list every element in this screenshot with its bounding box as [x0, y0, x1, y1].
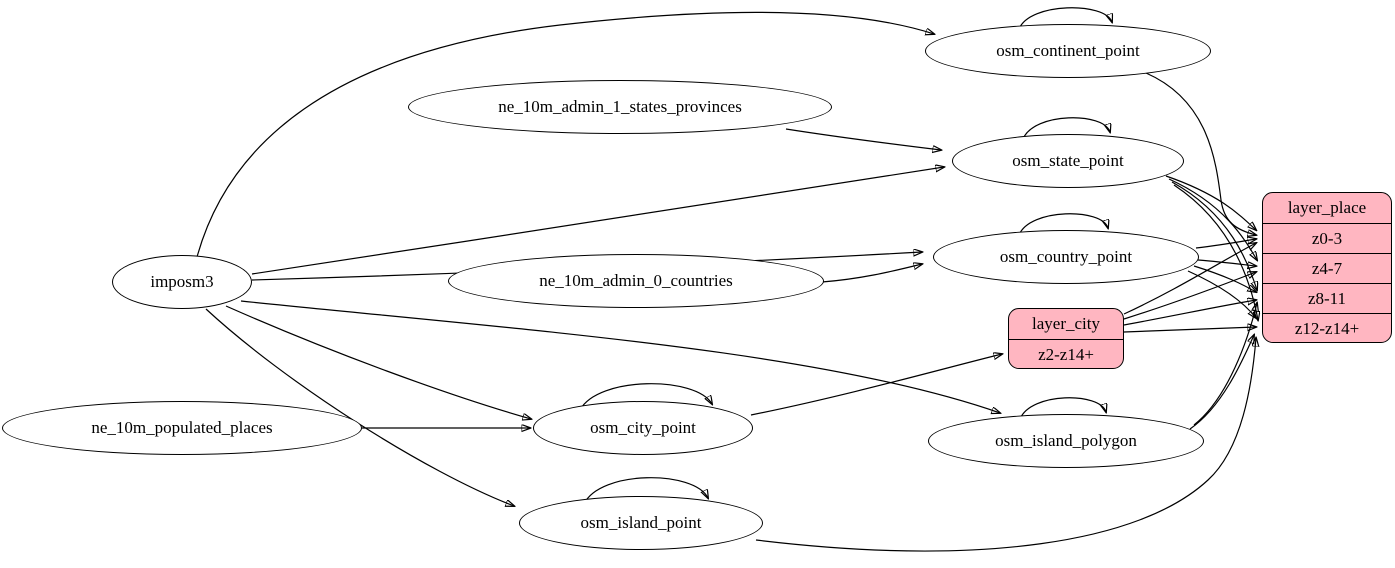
edge-osm_island_polygon-layer_place-z12-z14: [1189, 335, 1254, 430]
node-ne_10m_admin_0_countries-label: ne_10m_admin_0_countries: [539, 271, 733, 290]
edge-osm_state_point-layer_place-z4-7: [1168, 178, 1257, 260]
edge-osm_country_point-layer_place-z0-3: [1195, 239, 1256, 249]
edge-osm_country_point-layer_place-z12-z14: [1187, 270, 1256, 318]
node-osm_city_point-label: osm_city_point: [590, 418, 696, 437]
edge-osm_continent_point-self: [1018, 7, 1112, 30]
node-osm_continent_point: osm_continent_point: [925, 24, 1211, 78]
node-layer_city: layer_city z2-z14+: [1008, 308, 1124, 369]
edge-layer_city-layer_place-z12-z14: [1123, 327, 1256, 333]
edge-layer_city-layer_place-z8-11: [1123, 300, 1256, 326]
node-ne_10m_admin_1_states_provinces-label: ne_10m_admin_1_states_provinces: [498, 97, 742, 116]
edge-osm_continent_point-layer_place-z0-3: [1145, 72, 1256, 235]
layer_place-row-z8-11: z8-11: [1263, 283, 1391, 313]
edge-osm_country_point-self: [1018, 213, 1108, 236]
node-imposm3: imposm3: [112, 255, 252, 309]
node-osm_continent_point-label: osm_continent_point: [996, 41, 1140, 60]
edge-osm_state_point-self: [1022, 117, 1110, 140]
edge-osm_island_point-layer_place-z12-z14: [755, 338, 1256, 552]
node-ne_10m_populated_places: ne_10m_populated_places: [2, 401, 362, 455]
layer_city-row-z2-z14: z2-z14+: [1009, 339, 1123, 368]
edge-osm_island_point-self: [583, 477, 708, 505]
node-ne_10m_admin_0_countries: ne_10m_admin_0_countries: [448, 254, 824, 308]
layer_place-row-z0-3: z0-3: [1263, 223, 1391, 253]
node-ne_10m_populated_places-label: ne_10m_populated_places: [91, 418, 273, 437]
edge-osm_island_polygon-self: [1019, 397, 1106, 420]
node-osm_state_point-label: osm_state_point: [1012, 151, 1124, 170]
node-osm_island_point: osm_island_point: [519, 496, 763, 550]
node-osm_country_point: osm_country_point: [933, 230, 1199, 284]
edge-osm_state_point-layer_place-z0-3: [1165, 175, 1256, 230]
node-layer_place: layer_place z0-3 z4-7 z8-11 z12-z14+: [1262, 192, 1392, 343]
edge-imposm3-osm_state_point: [251, 167, 944, 275]
node-imposm3-label: imposm3: [150, 272, 214, 291]
edge-osm_country_point-layer_place-z4-7: [1197, 259, 1256, 266]
edge-layer_city-layer_place-z4-7: [1123, 272, 1256, 320]
layer_place-row-z12-z14: z12-z14+: [1263, 313, 1391, 342]
node-ne_10m_admin_1_states_provinces: ne_10m_admin_1_states_provinces: [408, 80, 832, 134]
edge-osm_city_point-self: [579, 383, 712, 411]
node-osm_island_point-label: osm_island_point: [580, 513, 702, 532]
edge-imposm3-osm_island_polygon: [240, 300, 1000, 413]
edge-ne_10m_admin_1_states_provinces-osm_state_point: [785, 128, 941, 150]
edge-osm_state_point-layer_place-z8-11: [1171, 181, 1257, 290]
node-osm_island_polygon: osm_island_polygon: [928, 414, 1204, 468]
edge-imposm3-osm_continent_point: [196, 11, 934, 258]
node-osm_city_point: osm_city_point: [533, 401, 753, 455]
node-osm_country_point-label: osm_country_point: [999, 247, 1133, 266]
layer_place-title: layer_place: [1287, 198, 1367, 217]
layer_place-row-z4-7: z4-7: [1263, 253, 1391, 283]
edge-imposm3-osm_city_point: [225, 305, 531, 419]
edge-ne_10m_admin_0_countries-osm_country_point: [821, 264, 922, 283]
edge-layer_city-layer_place-z0-3: [1123, 243, 1256, 315]
edge-osm_city_point-layer_city-z2-z14: [750, 354, 1002, 416]
edge-osm_country_point-layer_place-z8-11: [1193, 265, 1256, 292]
node-osm_island_polygon-label: osm_island_polygon: [995, 431, 1137, 450]
edge-osm_island_polygon-layer_place-z8-11: [1193, 303, 1257, 426]
layer_city-title: layer_city: [1032, 314, 1100, 333]
node-osm_state_point: osm_state_point: [952, 134, 1184, 188]
